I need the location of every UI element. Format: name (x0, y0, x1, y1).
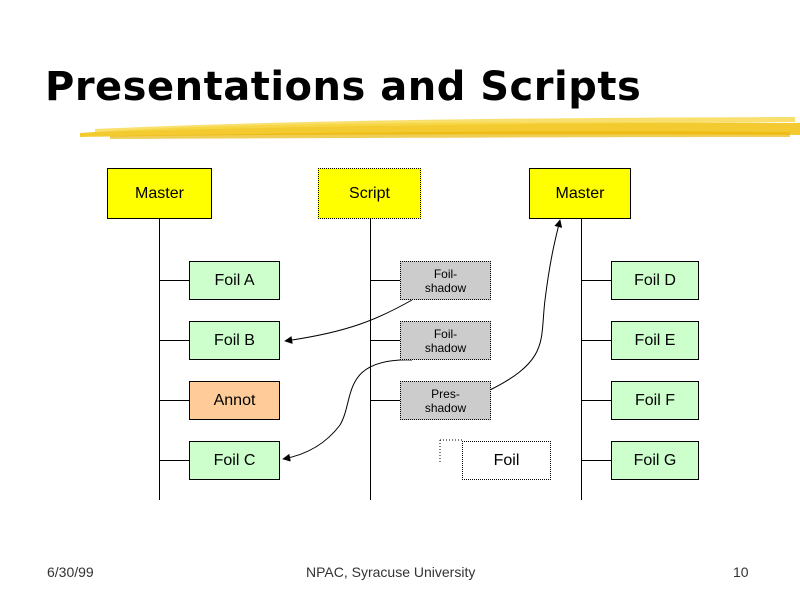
foil-shadow-1-box: Foil- shadow (400, 261, 491, 300)
footer-center: NPAC, Syracuse University (306, 564, 476, 580)
connector-foil-a (159, 280, 189, 281)
foil-c-label: Foil C (213, 451, 256, 469)
foil-d-box: Foil D (611, 261, 699, 300)
footer-page-number: 10 (733, 564, 749, 580)
master-left-label: Master (135, 184, 184, 202)
foil-a-box: Foil A (189, 261, 280, 300)
pres-shadow-line2: shadow (424, 400, 467, 415)
connector-foil-f (581, 400, 611, 401)
foil-b-box: Foil B (189, 321, 280, 360)
script-label: Script (349, 184, 390, 202)
connector-foil-e (581, 340, 611, 341)
master-right-line (581, 218, 582, 500)
title-underline-brush (80, 117, 800, 139)
pres-shadow-line1: Pres- (431, 386, 460, 401)
foil-b-label: Foil B (214, 331, 255, 349)
master-right-box: Master (529, 168, 631, 219)
foil-shadow-2-line1: Foil- (433, 326, 458, 341)
foil-shadow-2-box: Foil- shadow (400, 321, 491, 360)
connector-annot (159, 400, 189, 401)
pres-shadow-box: Pres- shadow (400, 381, 491, 420)
foil-label: Foil (493, 451, 520, 469)
connector-foil-shadow-2 (370, 340, 400, 341)
foil-shadow-1-line1: Foil- (433, 266, 458, 281)
connector-foil-d (581, 280, 611, 281)
script-line (370, 218, 371, 500)
connector-foil-g (581, 460, 611, 461)
footer-date: 6/30/99 (47, 564, 94, 580)
foil-d-label: Foil D (634, 271, 676, 289)
foil-shadow-2-line2: shadow (424, 340, 467, 355)
master-right-label: Master (555, 184, 605, 202)
master-left-line (159, 218, 160, 500)
foil-g-box: Foil G (611, 441, 699, 480)
foil-f-label: Foil F (635, 391, 675, 409)
foil-g-label: Foil G (633, 451, 677, 469)
foil-f-box: Foil F (611, 381, 699, 420)
foil-a-label: Foil A (214, 271, 255, 289)
slide-title: Presentations and Scripts (45, 64, 642, 110)
arrow-shadow2-to-foil-c (282, 359, 413, 462)
arrow-pres-shadow-to-master (489, 219, 563, 391)
connector-pres-shadow (370, 400, 400, 401)
connector-foil-c (159, 460, 189, 461)
annot-box: Annot (189, 381, 280, 420)
script-box: Script (318, 168, 421, 219)
foil-e-label: Foil E (634, 331, 676, 349)
foil-e-box: Foil E (611, 321, 699, 360)
connector-foil-shadow-1 (370, 280, 400, 281)
annot-label: Annot (213, 391, 256, 409)
foil-shadow-1-line2: shadow (424, 280, 467, 295)
connector-foil-b (159, 340, 189, 341)
foil-c-box: Foil C (189, 441, 280, 480)
arrow-shadow1-to-foil-b (284, 299, 413, 344)
foil-box: Foil (462, 441, 551, 480)
master-left-box: Master (107, 168, 212, 219)
